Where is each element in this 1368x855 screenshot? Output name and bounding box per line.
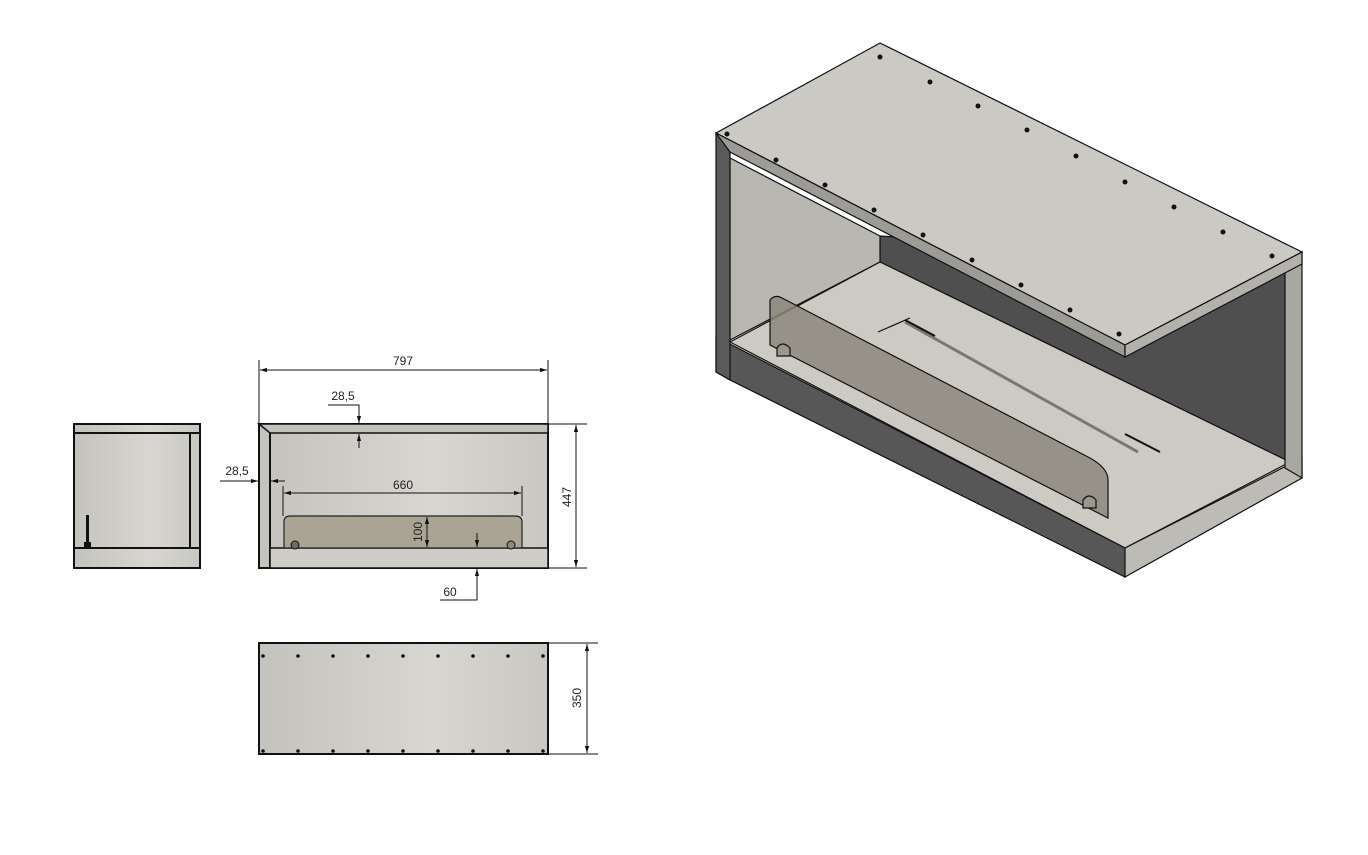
side-view [73,423,201,569]
dim-overall-width: 797 [393,354,413,368]
dim-depth: 350 [570,688,584,708]
top-view: 350 [258,642,598,755]
dim-top-thickness: 28,5 [331,389,355,403]
dim-side-thickness: 28,5 [225,464,249,478]
dim-glass-offset: 60 [443,585,457,599]
glass-panel [283,515,523,549]
dim-overall-height: 447 [560,487,574,507]
glass-panel-iso [769,295,1109,519]
front-view: 797 28,5 28,5 660 100 60 447 [220,354,587,601]
isometric-view [714,42,1304,579]
dim-glass-height: 100 [411,522,425,542]
dim-glass-width: 660 [393,478,413,492]
glass-edge-icon [86,515,89,545]
